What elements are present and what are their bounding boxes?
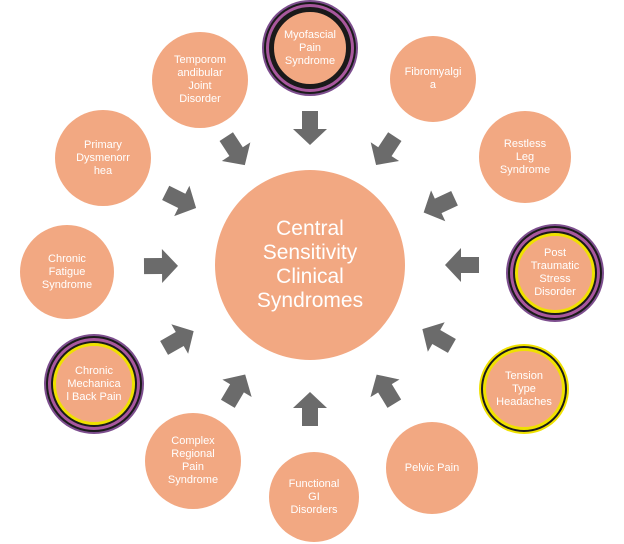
arrow-2 — [370, 132, 402, 166]
node-label: Restless Leg Syndrome — [499, 137, 551, 176]
node-post-traumatic-stress-disorder: Post Traumatic Stress Disorder — [515, 233, 595, 313]
arrow-3 — [423, 190, 458, 222]
center-node: Central Sensitivity Clinical Syndromes — [215, 170, 405, 360]
arrow-9 — [160, 324, 194, 355]
node-pelvic-pain: Pelvic Pain — [386, 422, 478, 514]
node-label: Tension Type Headaches — [496, 369, 552, 408]
node-label: Primary Dysmenorr hea — [76, 138, 130, 177]
arrow-12 — [219, 132, 251, 166]
node-label: Functional GI Disorders — [288, 477, 340, 516]
arrow-4 — [445, 248, 479, 282]
node-chronic-mechanical-back-pain: Chronic Mechanica l Back Pain — [53, 343, 135, 425]
node-label: Temporom andibular Joint Disorder — [174, 54, 226, 105]
node-temporomandibular-joint-disorder: Temporom andibular Joint Disorder — [152, 32, 248, 128]
node-label: Post Traumatic Stress Disorder — [530, 247, 580, 298]
node-label: Myofascial Pain Syndrome — [284, 28, 336, 67]
node-myofascial-pain-syndrome: Myofascial Pain Syndrome — [272, 10, 348, 86]
arrow-6 — [370, 374, 402, 408]
node-label: Chronic Fatigue Syndrome — [41, 252, 93, 291]
arrow-10 — [143, 248, 178, 283]
node-label: Chronic Mechanica l Back Pain — [66, 364, 122, 403]
node-functional-gi-disorders: Functional GI Disorders — [269, 452, 359, 542]
arrow-5 — [422, 322, 456, 353]
arrow-8 — [220, 374, 252, 408]
node-primary-dysmenorrhea: Primary Dysmenorr hea — [55, 110, 151, 206]
node-complex-regional-pain-syndrome: Complex Regional Pain Syndrome — [145, 413, 241, 509]
arrow-11 — [162, 185, 197, 217]
node-tension-type-headaches: Tension Type Headaches — [483, 348, 565, 430]
node-label: Complex Regional Pain Syndrome — [167, 435, 219, 486]
center-label: Central Sensitivity Clinical Syndromes — [256, 217, 364, 312]
node-chronic-fatigue-syndrome: Chronic Fatigue Syndrome — [20, 225, 114, 319]
arrow-7 — [293, 392, 327, 426]
node-label: Fibromyalgi a — [404, 66, 462, 91]
node-fibromyalgia: Fibromyalgi a — [390, 36, 476, 122]
node-label: Pelvic Pain — [404, 461, 460, 474]
arrow-1 — [293, 111, 327, 145]
node-restless-leg-syndrome: Restless Leg Syndrome — [479, 111, 571, 203]
